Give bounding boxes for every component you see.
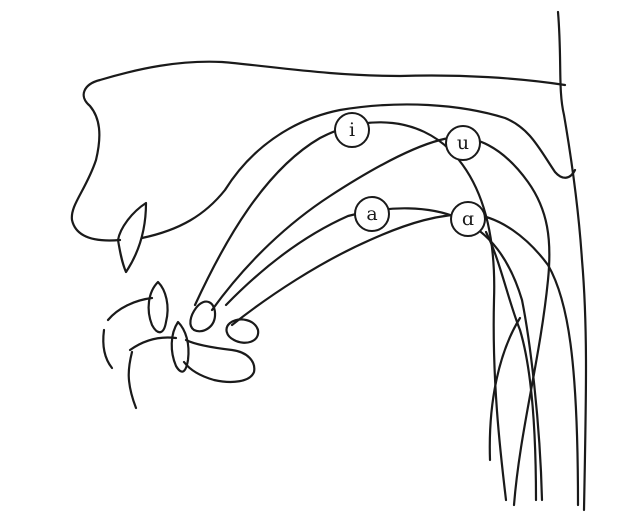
lip-contour-4 — [127, 350, 138, 410]
vowel-marker-alpha: ɑ — [450, 201, 486, 237]
lip-contour-1 — [106, 296, 154, 322]
upper-teeth — [116, 201, 148, 274]
vowel-label-u: u — [457, 132, 469, 154]
tongue-contour-i — [193, 121, 508, 502]
pharynx-crossing-line-2 — [488, 316, 522, 462]
velum-contour — [140, 103, 577, 240]
vowel-marker-i: i — [334, 112, 370, 148]
vowel-marker-a: a — [354, 196, 390, 232]
vowel-label-i: i — [349, 119, 355, 141]
palate-outline — [70, 60, 567, 242]
vowel-marker-u: u — [445, 125, 481, 161]
vowel-label-alpha: ɑ — [462, 208, 474, 230]
lip-loop-front — [189, 300, 217, 333]
lip-loop-back — [225, 318, 260, 344]
vowel-label-a: a — [366, 203, 377, 225]
tongue-contour-u — [210, 136, 551, 507]
lip-contour-3 — [128, 336, 178, 352]
lower-jaw-outline — [182, 338, 256, 383]
pharynx-back-wall — [556, 10, 588, 512]
upper-lip — [147, 280, 169, 334]
pharynx-crossing-line-1 — [484, 230, 538, 502]
lower-lip — [170, 320, 190, 373]
lip-contour-2 — [102, 328, 114, 370]
